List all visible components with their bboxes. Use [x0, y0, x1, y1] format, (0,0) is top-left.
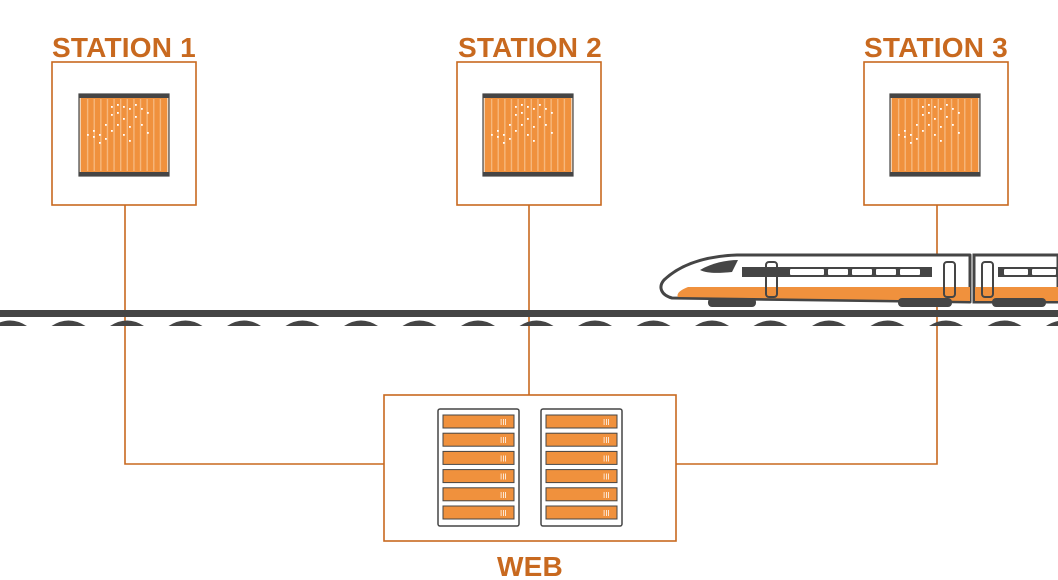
train-stripe — [677, 287, 970, 301]
station-2-label: STATION 2 — [458, 32, 602, 63]
server-unit-marker: III — [500, 491, 507, 500]
sleeper — [227, 320, 261, 326]
server-unit-marker: III — [500, 454, 507, 463]
web-server: III III III III III III III III III III III III — [383, 394, 677, 542]
web-label: WEB — [497, 551, 563, 580]
sleeper — [695, 320, 729, 326]
server-unit-marker: III — [603, 418, 610, 427]
sleeper — [461, 320, 495, 326]
sleeper — [285, 320, 320, 326]
server-unit-marker: III — [500, 436, 507, 445]
server-unit-marker: III — [603, 473, 610, 482]
sleeper — [636, 320, 671, 326]
train-cockpit-window — [700, 260, 738, 273]
high-speed-train-icon — [659, 253, 1058, 307]
station-1 — [51, 61, 197, 206]
train-window — [828, 269, 848, 275]
station-2 — [456, 61, 602, 206]
sleeper — [1046, 321, 1058, 326]
link-station-3-web — [676, 205, 938, 465]
server-unit-marker: III — [500, 509, 507, 518]
sleeper — [110, 320, 144, 326]
station-1-label: STATION 1 — [52, 32, 196, 63]
train-window — [1004, 269, 1028, 275]
server-unit-marker: III — [603, 436, 610, 445]
sleeper — [812, 320, 846, 326]
station-rack-icon — [889, 93, 981, 177]
sleeper — [51, 320, 86, 326]
server-unit-marker: III — [603, 491, 610, 500]
sleeper — [929, 320, 963, 326]
sleeper — [402, 320, 437, 326]
web-server-box — [383, 394, 677, 542]
station-3-label: STATION 3 — [864, 32, 1008, 63]
train-window — [876, 269, 896, 275]
train-window — [1032, 269, 1056, 275]
railway-track — [0, 310, 1058, 326]
server-unit-marker: III — [603, 454, 610, 463]
server-unit-marker: III — [500, 418, 507, 427]
sleeper — [519, 320, 554, 326]
rail — [0, 310, 1058, 317]
station-3 — [863, 61, 1009, 206]
sleeper — [0, 320, 27, 326]
train-windows — [790, 269, 1056, 275]
train-stripe-second — [975, 287, 1058, 301]
train-bogies — [708, 298, 1046, 307]
sleeper — [753, 320, 788, 326]
train-window — [852, 269, 872, 275]
train-window — [900, 269, 920, 275]
server-rack-icon: III III III III III III III III III III III III — [437, 408, 623, 527]
station-rack-icon — [482, 93, 574, 177]
sleeper — [168, 320, 203, 326]
train-window — [790, 269, 824, 275]
server-unit-marker: III — [500, 473, 507, 482]
train-door — [981, 261, 994, 298]
sleeper — [987, 320, 1022, 326]
link-station-1-web — [124, 205, 384, 465]
sleeper — [344, 320, 378, 326]
sleeper — [870, 320, 905, 326]
sleepers — [0, 320, 1058, 326]
train-door — [943, 261, 956, 298]
station-rack-icon — [78, 93, 170, 177]
sleeper — [578, 320, 612, 326]
train-door — [765, 261, 778, 298]
server-unit-marker: III — [603, 509, 610, 518]
